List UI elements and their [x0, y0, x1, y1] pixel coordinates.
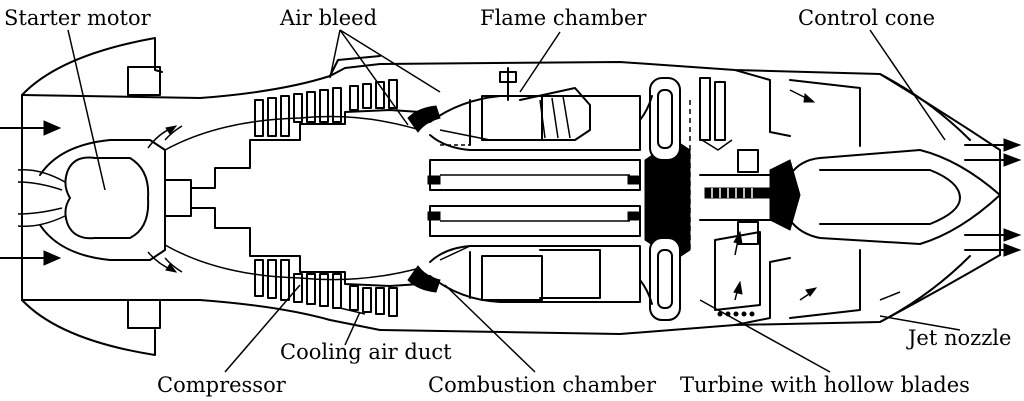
- label-compressor: Compressor: [157, 373, 287, 397]
- compressor-blades-top: [254, 79, 398, 137]
- turbine: [639, 77, 761, 321]
- label-starter-motor: Starter motor: [4, 6, 152, 30]
- control-rod-thread: [704, 187, 796, 199]
- label-cooling-air-duct: Cooling air duct: [280, 340, 452, 364]
- starter-motor-assembly: [0, 120, 192, 273]
- main-shaft: [427, 159, 641, 237]
- exhaust-section: [699, 69, 1022, 326]
- label-air-bleed: Air bleed: [279, 6, 377, 30]
- labels: Starter motor Air bleed Flame chamber Co…: [4, 6, 1011, 397]
- compressor: [164, 79, 431, 317]
- label-combustion-chamber: Combustion chamber: [428, 373, 657, 397]
- label-flame-chamber: Flame chamber: [480, 6, 647, 30]
- label-control-cone: Control cone: [798, 6, 935, 30]
- combustion-chamber-bottom: [407, 245, 641, 303]
- label-turbine: Turbine with hollow blades: [680, 373, 970, 397]
- combustion-chamber-top: [407, 67, 641, 151]
- compressor-blades-bottom: [254, 259, 398, 317]
- leader-lines: [67, 29, 961, 373]
- label-jet-nozzle: Jet nozzle: [906, 326, 1011, 350]
- outer-casing: [21, 37, 1001, 356]
- starter-motor-body: [64, 156, 150, 240]
